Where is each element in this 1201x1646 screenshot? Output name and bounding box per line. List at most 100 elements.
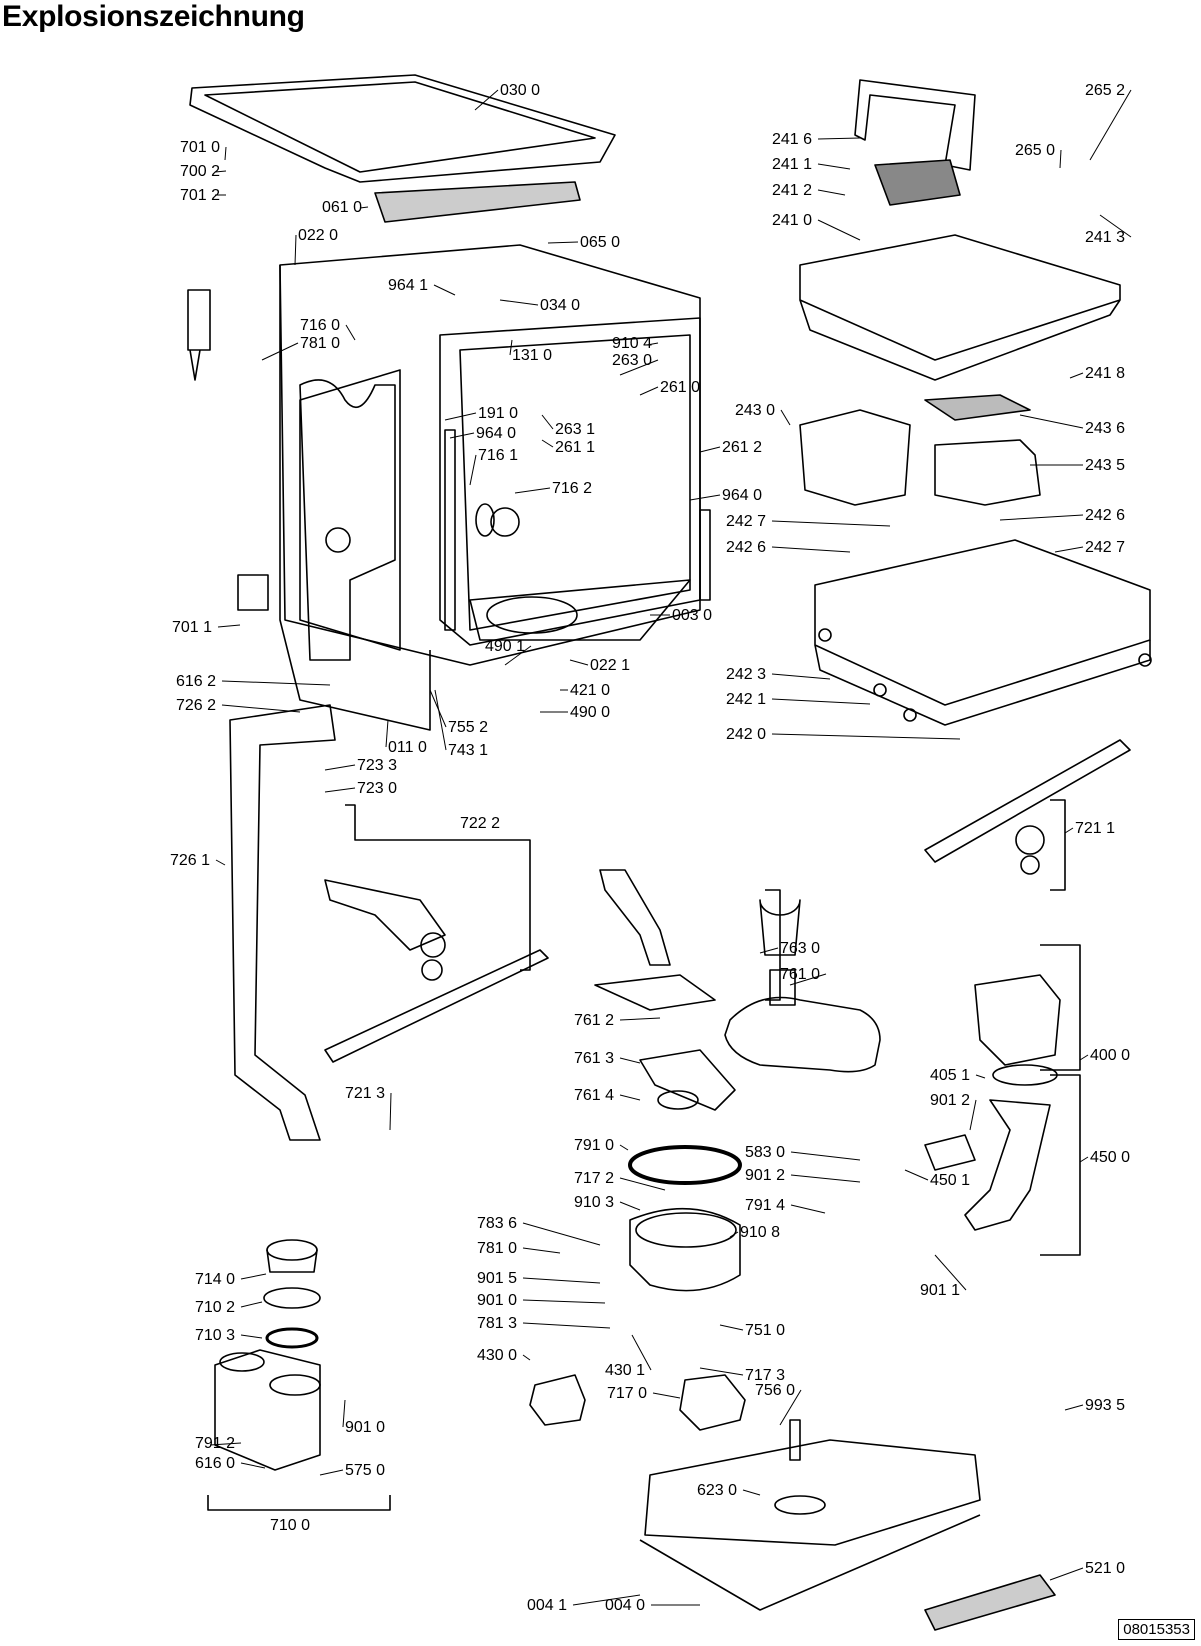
leader-line [790,1151,861,1161]
leader-line [240,1462,266,1469]
part-label-034-0: 034 0 [540,297,580,314]
part-label-910-3: 910 3 [574,1194,614,1211]
part-label-265-2: 265 2 [1085,82,1125,99]
leader-line [1054,546,1084,553]
part-label-901-1: 901 1 [920,1282,960,1299]
leader-line [522,1247,561,1254]
part-label-450-1: 450 1 [930,1172,970,1189]
part-label-011-0: 011 0 [388,739,427,756]
part-label-243-5: 243 5 [1085,457,1125,474]
leader-line [619,1017,661,1021]
part-label-243-6: 243 6 [1085,420,1125,437]
leader-line [221,704,301,713]
leader-line [1099,214,1132,238]
part-label-901-2: 901 2 [745,1167,785,1184]
leader-line [969,1099,977,1131]
leader-line [779,1389,802,1426]
part-label-263-0: 263 0 [612,352,652,369]
part-label-783-6: 783 6 [477,1215,517,1232]
leader-line [1064,1404,1084,1411]
part-label-421-0: 421 0 [570,682,610,699]
leader-line [209,1442,242,1446]
document-number: 08015353 [1118,1619,1195,1640]
leader-line [975,1074,986,1079]
part-label-710-2: 710 2 [195,1299,235,1316]
part-label-910-8: 910 8 [740,1224,780,1241]
part-label-761-3: 761 3 [574,1050,614,1067]
part-label-400-0: 400 0 [1090,1047,1130,1064]
leader-line [240,1273,267,1280]
leader-line [385,719,389,748]
base-tray-drawing [639,1419,981,1611]
leader-line [547,241,579,244]
part-label-241-2: 241 2 [772,182,812,199]
part-label-761-4: 761 4 [574,1087,614,1104]
part-label-490-1: 490 1 [485,638,525,655]
leader-line [934,1254,967,1291]
part-label-004-0: 004 0 [605,1597,645,1614]
sump-filter-drawing [594,869,881,1292]
leader-line [646,342,659,346]
leader-line [999,514,1084,521]
part-label-717-2: 717 2 [574,1170,614,1187]
leader-line [619,1177,666,1191]
leader-line [324,764,356,771]
leader-line [240,1301,263,1308]
part-label-755-2: 755 2 [448,719,488,736]
part-label-242-7: 242 7 [726,513,766,530]
part-label-901-5: 901 5 [477,1270,517,1287]
leader-line [619,359,659,376]
part-label-710-3: 710 3 [195,1327,235,1344]
supply-pipe-drawing [229,704,336,1141]
leader-line [817,137,861,140]
part-label-241-1: 241 1 [772,156,812,173]
part-label-781-3: 781 3 [477,1315,517,1332]
part-label-242-7: 242 7 [1085,539,1125,556]
upper-basket-drawing [799,79,1121,381]
leader-line [217,624,241,628]
page-title: Explosionszeichnung [2,0,305,33]
leader-line [474,89,499,111]
part-label-242-6: 242 6 [726,539,766,556]
part-label-263-1: 263 1 [555,421,595,438]
leader-line [215,859,226,866]
part-label-405-1: 405 1 [930,1067,970,1084]
part-label-616-2: 616 2 [176,673,216,690]
part-label-575-0: 575 0 [345,1462,385,1479]
part-label-243-0: 243 0 [735,402,775,419]
part-label-242-0: 242 0 [726,726,766,743]
front-trim-drawing [924,1574,1056,1631]
leader-line [817,219,861,241]
part-label-964-1: 964 1 [388,277,428,294]
part-label-763-0: 763 0 [780,940,820,957]
bracket-7211 [1050,799,1066,891]
tub-frame-drawing [279,244,711,731]
part-label-261-0: 261 0 [660,379,700,396]
part-label-726-1: 726 1 [170,852,210,869]
part-label-241-8: 241 8 [1085,365,1125,382]
part-label-791-4: 791 4 [745,1197,785,1214]
leader-line [1069,372,1084,379]
part-label-242-6: 242 6 [1085,507,1125,524]
part-label-191-0: 191 0 [478,405,518,422]
leader-line [572,1594,641,1606]
leader-line [652,1392,681,1399]
leader-line [504,645,532,666]
leader-line [631,1334,652,1371]
leader-line [771,520,891,527]
part-label-714-0: 714 0 [195,1271,235,1288]
part-label-717-0: 717 0 [607,1385,647,1402]
leader-line [1079,1156,1089,1163]
leader-line [1089,89,1132,161]
part-label-910-4: 910 4 [612,335,652,352]
leader-line [444,412,477,421]
part-label-781-0: 781 0 [300,335,340,352]
part-label-242-3: 242 3 [726,666,766,683]
part-label-964-0: 964 0 [722,487,762,504]
leader-line [771,698,871,705]
leader-line [499,299,539,306]
cutlery-basket-drawing [799,394,1041,506]
leader-line [699,1367,744,1376]
part-label-791-0: 791 0 [574,1137,614,1154]
